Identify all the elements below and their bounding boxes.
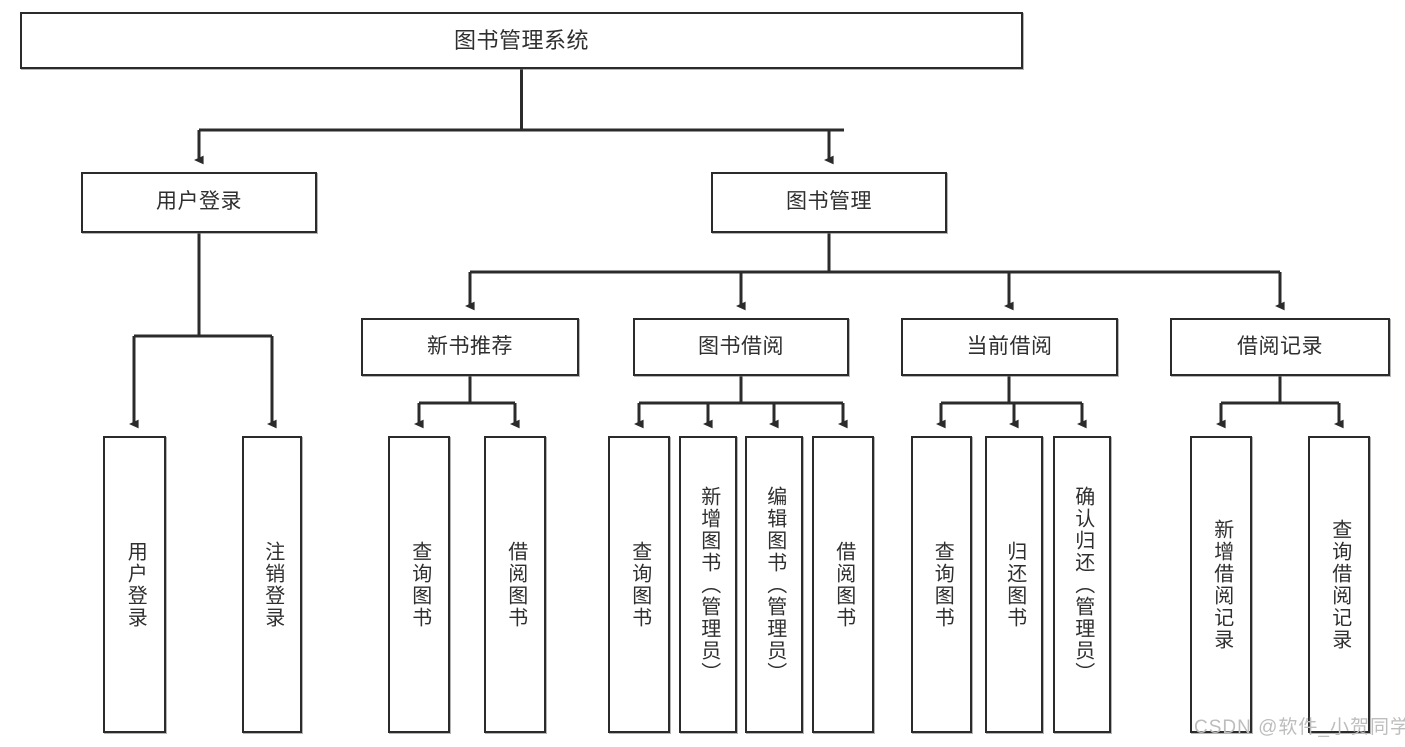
node-leaf-query-book-3[interactable]: 查询图书 <box>911 436 972 733</box>
node-leaf-user-login-label: 用户登录 <box>124 540 147 629</box>
node-root-label: 图书管理系统 <box>453 27 589 53</box>
node-leaf-borrow-book-1[interactable]: 借阅图书 <box>484 436 546 733</box>
node-borrow-record-label: 借阅记录 <box>1237 334 1323 358</box>
node-new-book-recommend[interactable]: 新书推荐 <box>361 318 579 376</box>
node-leaf-return-book[interactable]: 归还图书 <box>985 436 1043 733</box>
node-user-login-label: 用户登录 <box>156 190 242 214</box>
node-leaf-confirm-return-label: 确认归还（管理员） <box>1071 485 1094 684</box>
node-book-manage[interactable]: 图书管理 <box>711 172 947 233</box>
node-current-borrow[interactable]: 当前借阅 <box>901 318 1118 376</box>
node-current-borrow-label: 当前借阅 <box>966 334 1053 358</box>
node-leaf-logout-label: 注销登录 <box>261 540 284 629</box>
node-leaf-query-book-2[interactable]: 查询图书 <box>608 436 670 733</box>
node-leaf-query-record[interactable]: 查询借阅记录 <box>1308 436 1370 733</box>
node-leaf-user-login[interactable]: 用户登录 <box>103 436 166 733</box>
node-leaf-edit-book[interactable]: 编辑图书（管理员） <box>745 436 803 733</box>
node-leaf-borrow-book-2-label: 借阅图书 <box>832 540 855 629</box>
node-leaf-add-record-label: 新增借阅记录 <box>1210 518 1233 651</box>
node-borrow-record[interactable]: 借阅记录 <box>1170 318 1390 376</box>
node-leaf-query-record-label: 查询借阅记录 <box>1328 518 1351 651</box>
node-leaf-return-book-label: 归还图书 <box>1003 540 1026 629</box>
node-root[interactable]: 图书管理系统 <box>20 12 1023 69</box>
node-book-borrow[interactable]: 图书借阅 <box>633 318 849 376</box>
watermark: CSDN @软件_小贺同学 <box>1194 717 1405 738</box>
node-leaf-add-book[interactable]: 新增图书（管理员） <box>679 436 737 733</box>
node-leaf-query-book-1[interactable]: 查询图书 <box>388 436 450 733</box>
node-leaf-borrow-book-1-label: 借阅图书 <box>504 540 527 629</box>
node-user-login[interactable]: 用户登录 <box>81 172 317 233</box>
node-leaf-add-book-label: 新增图书（管理员） <box>697 485 720 684</box>
node-leaf-borrow-book-2[interactable]: 借阅图书 <box>812 436 874 733</box>
node-leaf-query-book-3-label: 查询图书 <box>931 540 954 629</box>
node-leaf-query-book-2-label: 查询图书 <box>628 540 651 629</box>
node-book-borrow-label: 图书借阅 <box>698 334 784 358</box>
node-leaf-logout[interactable]: 注销登录 <box>242 436 302 733</box>
node-new-book-recommend-label: 新书推荐 <box>427 334 513 358</box>
node-leaf-edit-book-label: 编辑图书（管理员） <box>763 485 786 684</box>
node-leaf-query-book-1-label: 查询图书 <box>408 540 431 629</box>
node-book-manage-label: 图书管理 <box>786 190 872 214</box>
node-leaf-confirm-return[interactable]: 确认归还（管理员） <box>1053 436 1111 733</box>
node-leaf-add-record[interactable]: 新增借阅记录 <box>1190 436 1252 733</box>
